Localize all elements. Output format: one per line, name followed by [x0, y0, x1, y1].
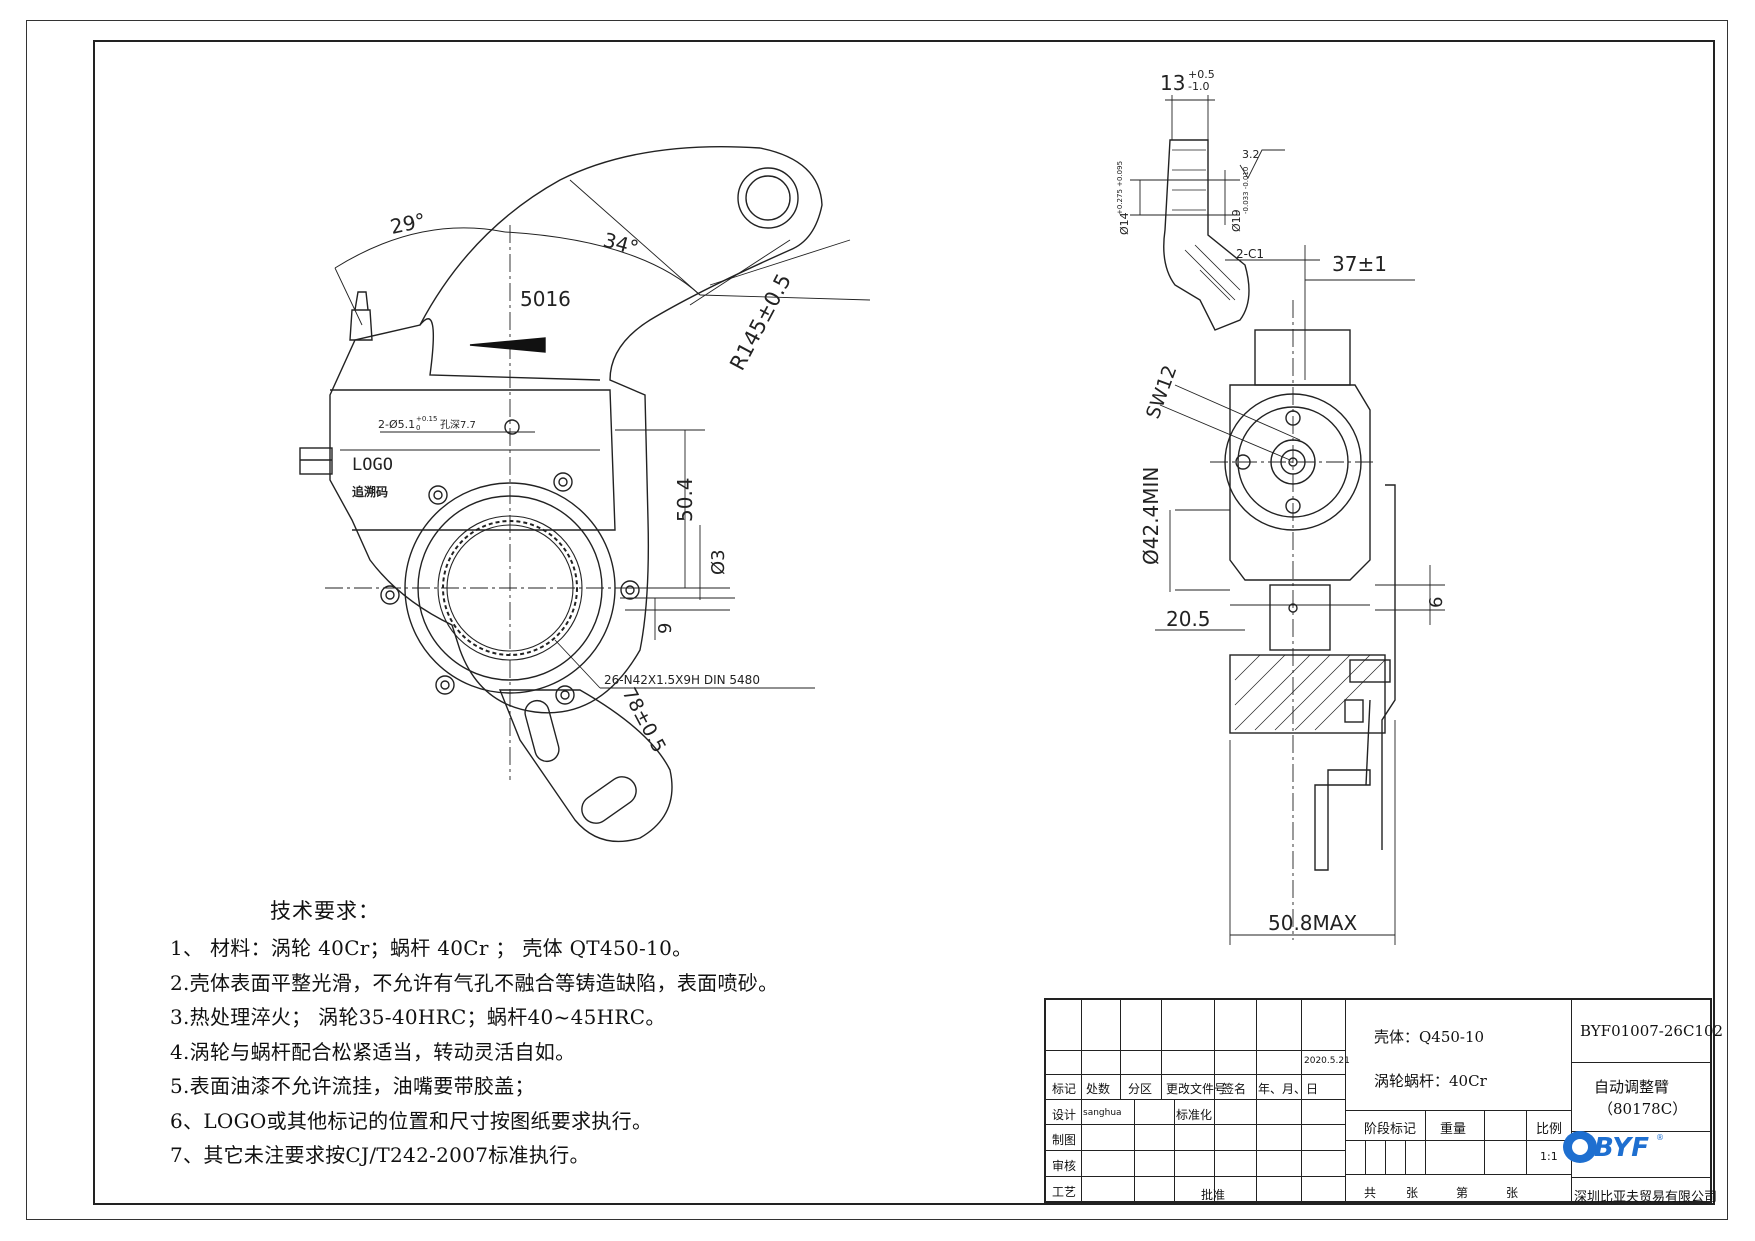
- tb-scale-label: 比例: [1536, 1122, 1563, 1137]
- tb-standardize-label: 标准化: [1176, 1108, 1213, 1122]
- technical-requirements: 技术要求： 1、 材料：涡轮 40Cr；蜗杆 40Cr ； 壳体 QT450-1…: [170, 895, 778, 1173]
- tb-process-label: 工艺: [1052, 1185, 1077, 1199]
- dim-sw12: SW12: [1142, 362, 1181, 421]
- dim-9: 9: [655, 623, 676, 634]
- dim-hole-spec: 2-Ø5.1: [378, 418, 415, 431]
- logo-text: BYF: [1594, 1133, 1649, 1163]
- dim-hole-tol: +0.15: [416, 415, 437, 423]
- logo-registered-mark: ®: [1656, 1133, 1664, 1142]
- dim-42-4: Ø42.4MIN: [1139, 467, 1163, 565]
- dim-hole-tol-low: 0: [416, 424, 420, 432]
- tb-scale-value: 1:1: [1540, 1150, 1558, 1163]
- part-mark-5016: 5016: [520, 287, 571, 311]
- tb-part-model: （80178C）: [1598, 1100, 1688, 1118]
- logo-mark: LOGO: [352, 455, 393, 475]
- tb-material-2: 涡轮蜗杆：40Cr: [1374, 1072, 1487, 1090]
- dim-chamfer: 2-C1: [1236, 247, 1264, 261]
- title-block: 标记 处数 分区 更改文件号 签名 年、月、日 2020.5.21 设计 san…: [1044, 998, 1723, 1205]
- tb-header-mark: 标记: [1052, 1082, 1077, 1096]
- dim-50-8: 50.8MAX: [1268, 911, 1357, 935]
- note-item: 3.热处理淬火； 涡轮35-40HRC；蜗杆40~45HRC。: [170, 1005, 666, 1029]
- dim-angle-29: 29°: [388, 208, 428, 239]
- dim-13: 13: [1160, 71, 1185, 95]
- dim-phi14: Ø14: [1118, 212, 1131, 235]
- tb-design-label: 设计: [1052, 1108, 1077, 1122]
- note-item: 7、其它未注要求按CJ/T242-2007标准执行。: [170, 1143, 590, 1167]
- tb-draw-label: 制图: [1052, 1133, 1077, 1147]
- tb-header-count: 处数: [1086, 1082, 1111, 1096]
- dim-6: 6: [1426, 597, 1447, 608]
- dim-phi14-tol: +0.275 +0.095: [1116, 161, 1124, 215]
- tb-weight-label: 重量: [1440, 1122, 1467, 1137]
- dim-phi19: Ø19: [1230, 209, 1243, 232]
- tb-header-date: 年、月、日: [1258, 1082, 1319, 1096]
- tb-designer: sanghua: [1083, 1108, 1122, 1118]
- dim-radius-r145: R145±0.5: [725, 270, 796, 375]
- tb-drawing-number: BYF01007-26C102: [1580, 1022, 1724, 1040]
- dim-phi19-tol: -0.033 -0.010: [1242, 167, 1250, 214]
- inner-frame: [93, 40, 1715, 1205]
- tb-header-change-doc: 更改文件号: [1166, 1082, 1227, 1096]
- dim-angle-34: 34°: [601, 228, 641, 260]
- tb-sheet-unit-1: 张: [1406, 1186, 1419, 1200]
- roughness-mark: 3.2: [1242, 148, 1260, 161]
- spline-spec: 26-N42X1.5X9H DIN 5480: [604, 673, 760, 687]
- tb-stage-label: 阶段标记: [1364, 1122, 1417, 1137]
- tb-approve-label: 批准: [1201, 1188, 1226, 1202]
- tb-material-1: 壳体：Q450-10: [1374, 1028, 1485, 1046]
- note-item: 6、LOGO或其他标记的位置和尺寸按图纸要求执行。: [170, 1108, 653, 1133]
- tb-date: 2020.5.21: [1304, 1056, 1350, 1066]
- tb-header-signature: 签名: [1222, 1082, 1247, 1096]
- note-item: 1、 材料：涡轮 40Cr；蜗杆 40Cr ； 壳体 QT450-10。: [170, 936, 693, 960]
- tb-header-zone: 分区: [1128, 1082, 1153, 1096]
- front-view: [299, 146, 871, 843]
- tb-sheet-total: 共: [1364, 1186, 1377, 1200]
- note-item: 2.壳体表面平整光滑，不允许有气孔不融合等铸造缺陷，表面喷砂。: [170, 970, 779, 995]
- side-view: [1130, 95, 1445, 945]
- note-item: 4.涡轮与蜗杆配合松紧适当，转动灵活自如。: [170, 1039, 576, 1064]
- dim-37: 37±1: [1332, 252, 1387, 276]
- dim-13-tol-up: +0.5: [1188, 68, 1215, 81]
- dim-13-tol-low: -1.0: [1188, 80, 1209, 93]
- trace-code-label: 追溯码: [352, 484, 388, 499]
- dim-phi3: Ø3: [708, 549, 729, 575]
- outer-frame: [26, 20, 1728, 1220]
- tb-company: 深圳比亚夫贸易有限公司: [1574, 1190, 1718, 1205]
- tb-sheet-index: 第: [1456, 1186, 1469, 1200]
- note-item: 5.表面油漆不允许流挂，油嘴要带胶盖；: [170, 1074, 535, 1098]
- tb-part-name: 自动调整臂: [1594, 1078, 1670, 1096]
- dim-50-4: 50.4: [673, 477, 697, 522]
- dim-20-5: 20.5: [1166, 607, 1211, 631]
- tb-sheet-unit-2: 张: [1506, 1186, 1519, 1200]
- company-logo: BYF ®: [1560, 1128, 1676, 1166]
- tb-review-label: 审核: [1052, 1159, 1077, 1173]
- notes-title: 技术要求：: [270, 899, 380, 923]
- dim-hole-depth: 孔深7.7: [440, 419, 476, 431]
